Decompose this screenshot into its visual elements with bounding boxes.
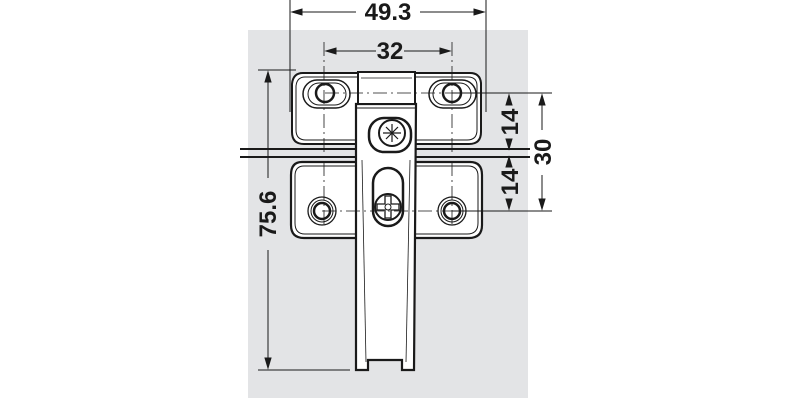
dimension-vertical-offsets: [452, 92, 552, 212]
dimension-label-32: 32: [377, 38, 404, 65]
cam-adjust-screw: [367, 116, 413, 154]
slot-fixing-screw: [371, 166, 405, 228]
hinge-arm: [354, 71, 418, 372]
dimension-overall-height: [258, 69, 350, 371]
hole-top-left: [302, 79, 351, 109]
dimension-label-75-6: 75.6: [255, 191, 282, 238]
dimension-label-49-3: 49.3: [365, 0, 412, 26]
dimension-overall-width: [289, 0, 487, 112]
dimension-label-14-upper: 14: [497, 108, 524, 135]
hole-top-right: [428, 79, 477, 109]
center-lines: [322, 42, 453, 225]
dimension-hole-spacing-horizontal: [324, 47, 452, 55]
dimension-label-30: 30: [530, 139, 557, 166]
dimension-label-14-lower: 14: [497, 168, 524, 195]
